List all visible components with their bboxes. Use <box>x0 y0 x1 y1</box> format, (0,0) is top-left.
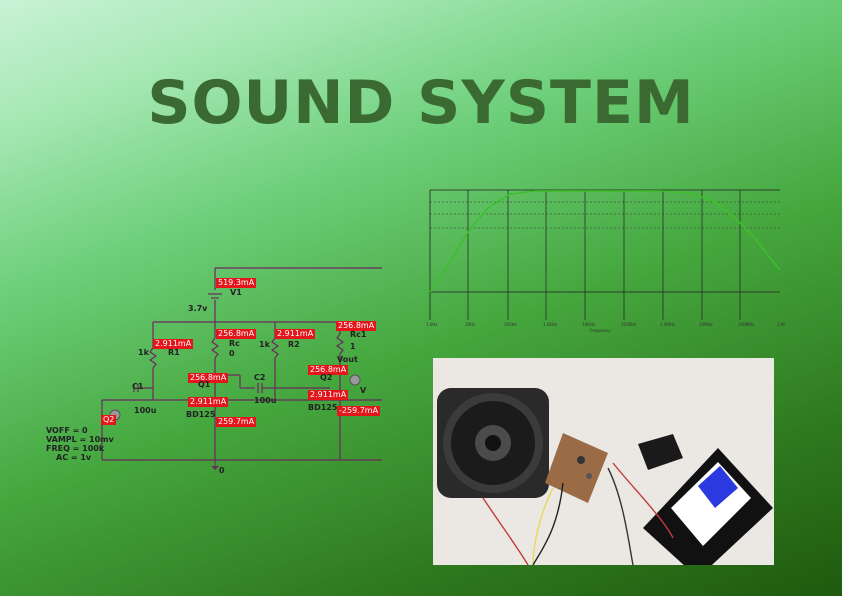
x-tick-label: 1.0GHz <box>777 322 785 327</box>
x-tick-label: 100KHz <box>621 322 636 327</box>
label: FREQ = 100k <box>46 444 105 453</box>
current-tag: -259.7mA <box>337 406 381 416</box>
bode-plot-svg: 1.0Hz 10Hz 100Hz 1.0KHz 10KHz 100KHz 1.0MHz 10M… <box>426 189 792 333</box>
current-tag: 2.911mA <box>188 397 229 407</box>
label: VAMPL = 10mv <box>46 435 114 444</box>
circuit-schematic: 519.3mA 256.8mA 2.911mA 256.8mA 2.911mA … <box>40 260 390 480</box>
current-tag: 2.911mA <box>308 390 349 400</box>
label: 0 <box>219 466 225 475</box>
current-tag: 256.8mA <box>308 365 349 375</box>
current-tag: 256.8mA <box>188 373 229 383</box>
current-tag: 519.3mA <box>216 278 257 288</box>
x-tick-label: 100Hz <box>504 322 517 327</box>
page-title: SOUND SYSTEM <box>147 68 695 138</box>
x-tick-label: 10Hz <box>465 322 475 327</box>
label: R2 <box>288 340 300 349</box>
label: 100u <box>134 406 157 415</box>
label: 0 <box>229 349 235 358</box>
label: V <box>360 386 367 395</box>
circuit-board-icon <box>545 433 608 503</box>
current-tag: Q2 <box>101 415 117 425</box>
label: 1k <box>259 340 270 349</box>
label: Rc1 <box>350 330 367 339</box>
frequency-response-plot: 1.0Hz 10Hz 100Hz 1.0KHz 10KHz 100KHz 1.0MHz 10M… <box>420 180 792 335</box>
speaker-icon <box>437 388 549 498</box>
label: AC = 1v <box>56 453 92 462</box>
label: BD125 <box>186 410 216 419</box>
x-tick-label: 1.0Hz <box>426 322 437 327</box>
x-tick-label: 1.0KHz <box>543 322 557 327</box>
label: BD125 <box>308 403 338 412</box>
current-tag: 259.7mA <box>216 417 257 427</box>
label: C2 <box>254 373 266 382</box>
x-tick-label: 10MHz <box>699 322 713 327</box>
smartphone-icon <box>643 448 773 565</box>
label: 3.7v <box>188 304 208 313</box>
current-tag: 256.8mA <box>216 329 257 339</box>
x-tick-label: 10KHz <box>582 322 595 327</box>
label: 1 <box>350 342 356 351</box>
x-tick-label: 1.0MHz <box>660 322 675 327</box>
label: Q1 <box>198 380 211 389</box>
x-tick-label: 100MHz <box>738 322 754 327</box>
gain-trace <box>429 190 781 293</box>
battery-icon <box>638 434 683 470</box>
photo-illustration <box>433 358 774 565</box>
current-tag: 2.911mA <box>153 339 194 349</box>
label: VOFF = 0 <box>46 426 88 435</box>
x-axis-label: Frequency <box>590 328 611 333</box>
label: V1 <box>230 288 242 297</box>
label: Rc <box>229 339 240 348</box>
current-tag: 2.911mA <box>275 329 316 339</box>
device-photo <box>433 358 774 565</box>
label: Vout <box>337 355 358 364</box>
label: C1 <box>132 382 144 391</box>
current-tag: 256.8mA <box>336 321 377 331</box>
label: 100u <box>254 396 277 405</box>
label: R1 <box>168 348 180 357</box>
label: 1k <box>138 348 149 357</box>
label: Q2 <box>320 373 333 382</box>
